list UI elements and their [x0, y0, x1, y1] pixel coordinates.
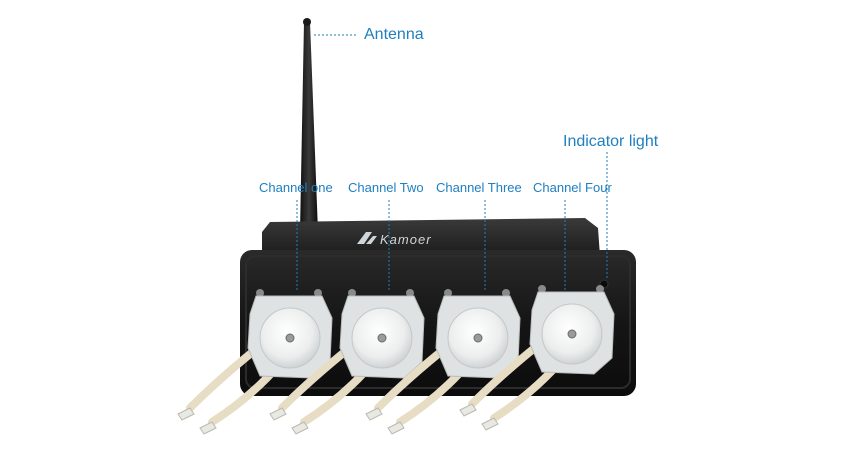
tube-connector: [199, 421, 217, 435]
mount-screw: [538, 285, 546, 293]
brand-logo-text: Kamoer: [380, 232, 432, 247]
leader-lines: [296, 34, 608, 290]
tube-connector: [269, 407, 287, 421]
mount-screw: [348, 289, 356, 297]
mount-screw: [314, 289, 322, 297]
mount-screw: [256, 289, 264, 297]
pump-head-channel-one: [177, 289, 333, 435]
brand-logo: Kamoer: [357, 232, 432, 247]
tube-connector: [365, 407, 383, 421]
label-channel-three: Channel Three: [436, 180, 522, 195]
pump-head-channel-two: [269, 289, 425, 435]
mount-screw: [406, 289, 414, 297]
label-indicator-light: Indicator light: [563, 133, 659, 150]
center-screw: [285, 333, 295, 343]
label-antenna: Antenna: [364, 26, 424, 43]
tube-connector: [459, 403, 477, 417]
center-screw: [377, 333, 387, 343]
label-channel-two: Channel Two: [348, 180, 424, 195]
pump-head-channel-four: [459, 285, 615, 431]
tube-connector: [387, 421, 405, 435]
antenna: [296, 18, 322, 239]
mount-screw: [502, 289, 510, 297]
tube-connector: [177, 407, 195, 421]
center-screw: [473, 333, 483, 343]
pump-head-channel-three: [365, 289, 521, 435]
mount-screw: [596, 285, 604, 293]
label-channel-four: Channel Four: [533, 180, 612, 195]
center-screw: [567, 329, 577, 339]
label-channel-one: Channel one: [259, 180, 333, 195]
tube-connector: [481, 417, 499, 431]
pump-heads: [177, 285, 615, 435]
tube-connector: [291, 421, 309, 435]
mount-screw: [444, 289, 452, 297]
